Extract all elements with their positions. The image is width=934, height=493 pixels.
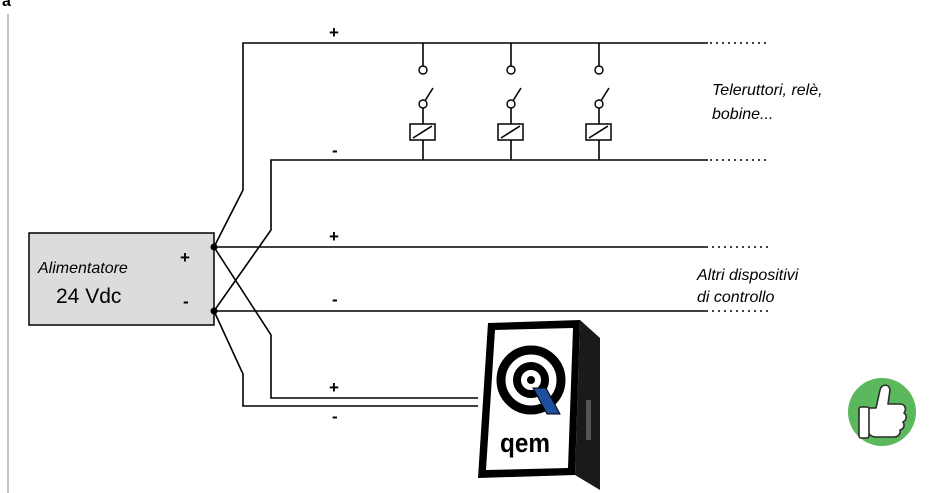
qem-device: qem — [478, 320, 600, 490]
switch-contact-top — [506, 65, 516, 75]
relay-minus-label: - — [332, 141, 338, 160]
relay-branch-1 — [409, 43, 436, 160]
relay-plus-label: + — [329, 23, 339, 42]
switch-contact-top — [594, 65, 604, 75]
relay-branch-3 — [585, 43, 612, 160]
qem-bus: + - — [213, 246, 478, 426]
relay-branch-2 — [497, 43, 524, 160]
device-bus: + - Altri dispositivi di controllo — [214, 227, 799, 312]
thumbs-up-badge — [848, 378, 916, 446]
thumbs-up-icon — [858, 384, 907, 439]
qem-minus-wire — [213, 310, 478, 407]
device-caption-line1: Altri dispositivi — [696, 267, 799, 284]
qem-logo-text: qem — [500, 428, 550, 458]
power-supply-plus: + — [180, 248, 190, 267]
power-supply: Alimentatore 24 Vdc + - — [28, 232, 215, 326]
qem-device-side-detail — [586, 400, 591, 440]
relay-caption-line1: Teleruttori, relè, — [712, 82, 823, 99]
qem-plus-label: + — [329, 378, 339, 397]
device-minus-label: - — [332, 290, 338, 309]
relay-bus: + - Teleruttori, relè, bobine... — [213, 23, 823, 312]
device-plus-label: + — [329, 227, 339, 246]
switch-contact-bottom — [418, 99, 428, 109]
switch-contact-bottom — [594, 99, 604, 109]
switch-contact-bottom — [506, 99, 516, 109]
device-caption-line2: di controllo — [697, 289, 774, 306]
qem-plus-wire — [213, 246, 478, 399]
relay-minus-wire — [213, 159, 708, 312]
top-left-fragment: a — [2, 0, 11, 10]
power-supply-minus: - — [183, 292, 189, 311]
power-supply-box — [28, 232, 215, 326]
power-supply-title: Alimentatore — [37, 260, 128, 277]
relay-caption-line2: bobine... — [712, 106, 773, 123]
power-supply-voltage: 24 Vdc — [56, 285, 121, 308]
qem-minus-label: - — [332, 407, 338, 426]
qem-logo-icon — [496, 345, 566, 415]
switch-contact-top — [418, 65, 428, 75]
relay-plus-wire — [213, 42, 708, 248]
